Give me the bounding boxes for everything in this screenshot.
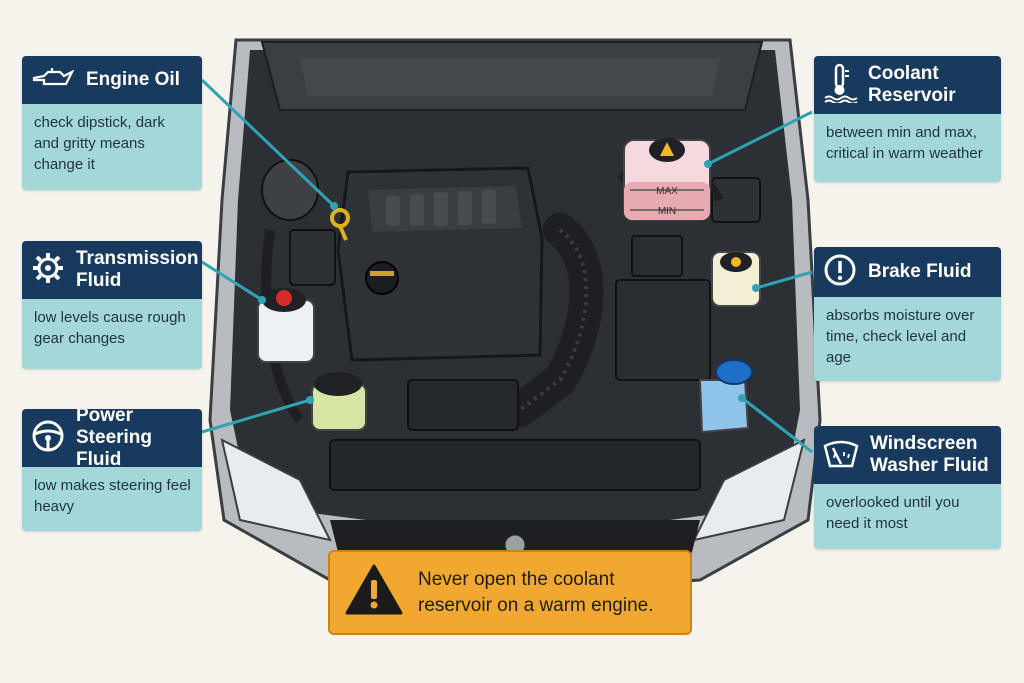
transmission-leader: [201, 260, 263, 302]
warning-text: Never open the coolant reservoir on a wa…: [418, 568, 654, 616]
coolant-min-label: MIN: [658, 206, 676, 217]
engine-oil-leader: [200, 78, 336, 208]
washer-description: overlooked until you need it most: [814, 484, 1001, 549]
brake-title: Brake Fluid: [868, 261, 972, 282]
power-steering-card: Power Steering Fluid low makes steering …: [22, 409, 202, 531]
power-steering-description: low makes steering feel heavy: [22, 467, 202, 531]
coolant-leader: [707, 110, 813, 166]
leader-lines: [200, 78, 813, 454]
coolant-max-label: MAX: [656, 186, 678, 197]
brake-description: absorbs moisture over time, check level …: [814, 297, 1001, 381]
air-intake-hose: [503, 213, 604, 427]
exclamation-circle-icon: [822, 252, 868, 293]
engine-oil-title: Engine Oil: [86, 69, 180, 90]
oil-can-icon: [30, 66, 86, 95]
transmission-title: Transmission Fluid: [76, 248, 199, 291]
battery-box: [615, 177, 761, 381]
washer-card-header: Windscreen Washer Fluid: [814, 426, 1001, 484]
coolant-card-header: Coolant Reservoir: [814, 56, 1001, 114]
engine-oil-card: Engine Oil check dipstick, dark and grit…: [22, 56, 202, 190]
coolant-description: between min and max, critical in warm we…: [814, 114, 1001, 182]
thermometer-icon: [822, 63, 868, 108]
transmission-fluid-reservoir: [257, 288, 315, 363]
engine-oil-card-header: Engine Oil: [22, 56, 202, 104]
power-steering-reservoir: [311, 372, 367, 431]
power-steering-title: Power Steering Fluid: [76, 409, 153, 470]
windscreen-wiper-icon: [822, 436, 870, 475]
washer-leader: [741, 396, 813, 454]
transmission-fluid-card: Transmission Fluid low levels cause roug…: [22, 241, 202, 369]
power-steering-leader: [201, 398, 311, 434]
brake-card-header: Brake Fluid: [814, 247, 1001, 297]
engine-cover: [336, 166, 544, 362]
warning-banner: Never open the coolant reservoir on a wa…: [328, 550, 692, 635]
engine-oil-description: check dipstick, dark and gritty means ch…: [22, 104, 202, 190]
coolant-reservoir-card: Coolant Reservoir between min and max, c…: [814, 56, 1001, 182]
power-steering-card-header: Power Steering Fluid: [22, 409, 202, 470]
washer-fluid-reservoir: [698, 359, 753, 434]
washer-title: Windscreen Washer Fluid: [870, 433, 989, 476]
transmission-card-header: Transmission Fluid: [22, 241, 202, 299]
warning-triangle-icon: [344, 563, 404, 622]
steering-wheel-icon: [30, 418, 76, 459]
brake-leader: [755, 270, 813, 290]
oil-dipstick: [330, 208, 350, 241]
washer-fluid-card: Windscreen Washer Fluid overlooked until…: [814, 426, 1001, 549]
coolant-title: Coolant Reservoir: [868, 63, 956, 106]
gear-icon: [30, 250, 76, 291]
brake-fluid-card: Brake Fluid absorbs moisture over time, …: [814, 247, 1001, 381]
brake-fluid-reservoir: [711, 251, 761, 307]
coolant-reservoir: MAX MIN: [623, 138, 711, 221]
transmission-description: low levels cause rough gear changes: [22, 299, 202, 369]
